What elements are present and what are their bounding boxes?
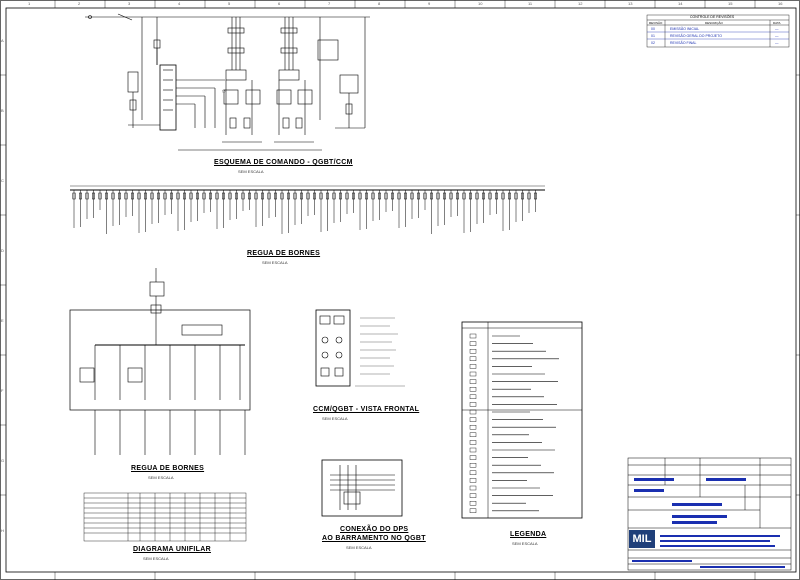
title-block	[627, 457, 792, 571]
grid-column-label: 9	[428, 1, 431, 6]
terminal-strip-bottom-scale: SEM ESCALA	[148, 475, 174, 480]
grid-column-label: 3	[128, 1, 131, 6]
grid-row-label: D	[1, 248, 4, 253]
grid-column-label: 8	[378, 1, 381, 6]
dps-title-line1: CONEXÃO DO DPS	[340, 526, 409, 533]
company-logo: MIL	[629, 530, 655, 548]
grid-row-label: G	[1, 458, 5, 463]
terminal-strip-top-scale: SEM ESCALA	[262, 260, 288, 265]
grid-column-label: 1	[28, 1, 31, 6]
revision-header-desc: DESCRIÇÃO	[705, 21, 723, 25]
legend-title: LEGENDA	[510, 531, 547, 538]
front-view-scale: SEM ESCALA	[322, 416, 348, 421]
grid-column-label: 4	[178, 1, 181, 6]
terminal-strip-top	[70, 185, 545, 234]
grid-column-label: 14	[678, 1, 683, 6]
feeder-1-mark: ◯	[222, 89, 226, 93]
single-line-title: DIAGRAMA UNIFILAR	[133, 546, 211, 553]
revision-row-0-date: —	[775, 27, 779, 31]
legend-rows	[469, 333, 559, 513]
revision-row-0-rev: 00	[651, 27, 655, 31]
single-line-scale: SEM ESCALA	[143, 556, 169, 561]
terminal-strip-top-title: REGUA DE BORNES	[247, 250, 321, 257]
revision-header-date: DATA	[773, 21, 781, 25]
grid-column-label: 7	[328, 1, 331, 6]
command-schematic	[85, 13, 370, 151]
dps-title-line2: AO BARRAMENTO NO QGBT	[322, 535, 426, 542]
revision-header-rev: REVISÃO	[649, 21, 663, 25]
grid-column-label: 5	[228, 1, 231, 6]
grid-column-label: 12	[578, 1, 583, 6]
grid-row-label: A	[1, 38, 4, 43]
grid-column-label: 15	[728, 1, 733, 6]
grid-column-label: 10	[478, 1, 483, 6]
grid-column-label: 2	[78, 1, 81, 6]
grid-row-label: B	[1, 108, 4, 113]
command-schematic-scale: SEM ESCALA	[238, 169, 264, 174]
legend-box	[461, 321, 583, 519]
revision-table	[646, 14, 790, 48]
grid-row-label: H	[1, 528, 4, 533]
terminal-strip-bottom-title: REGUA DE BORNES	[131, 465, 205, 472]
grid-row-label: F	[1, 388, 4, 393]
grid-column-label: 11	[528, 1, 533, 6]
grid-column-label: 13	[628, 1, 633, 6]
title-block-fills	[632, 478, 785, 568]
revision-row-0-desc: EMISSÃO INICIAL	[670, 27, 700, 31]
dps-scale: SEM ESCALA	[346, 545, 372, 550]
revision-row-2-rev: 02	[651, 41, 655, 45]
revision-row-2-desc: REVISÃO FINAL	[670, 41, 697, 45]
front-view-panel	[315, 309, 405, 387]
grid-column-label: 16	[778, 1, 783, 6]
grid-row-label: C	[1, 178, 4, 183]
grid-column-label: 6	[278, 1, 281, 6]
revision-table-title: CONTROLE DE REVISÕES	[690, 15, 735, 19]
revision-row-1-desc: REVISÃO GERAL DO PROJETO	[670, 34, 722, 38]
sheet-inner-frame	[5, 7, 797, 573]
legend-scale: SEM ESCALA	[512, 541, 538, 546]
front-view-title: CCM/QGBT - VISTA FRONTAL	[313, 406, 420, 413]
revision-row-1-rev: 01	[651, 34, 655, 38]
single-line-table	[83, 492, 247, 542]
revision-row-2-date: —	[775, 41, 779, 45]
dps-connection	[321, 459, 403, 517]
single-line-diagram	[69, 268, 251, 455]
command-schematic-title: ESQUEMA DE COMANDO - QGBT/CCM	[214, 159, 353, 166]
grid-row-label: E	[1, 318, 4, 323]
revision-row-1-date: —	[775, 34, 779, 38]
